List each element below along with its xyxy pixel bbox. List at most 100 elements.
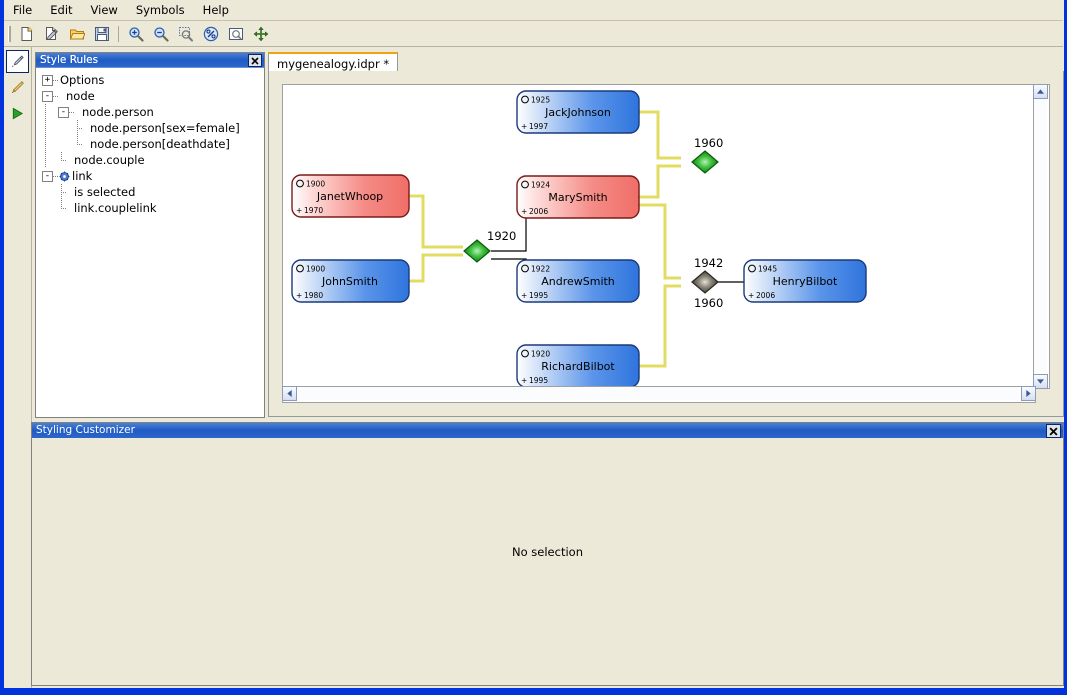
person-name: HenryBilbot: [773, 275, 838, 288]
couple-label-bottom: 1960: [694, 296, 723, 310]
tree-connector: [53, 175, 58, 177]
couple-label: 1920: [487, 229, 516, 243]
person-node-johnsmith[interactable]: 1900 JohnSmith + 1980: [291, 259, 410, 303]
collapse-toggle-icon[interactable]: -: [42, 90, 53, 102]
styling-customizer-titlebar: Styling Customizer: [32, 423, 1063, 438]
tree-item-node-person-sex-female[interactable]: node.person[sex=female]: [36, 120, 264, 136]
person-node-henrybilbot[interactable]: 1945 HenryBilbot + 2006: [743, 259, 867, 303]
tree-connector: [42, 136, 50, 152]
style-brush-icon[interactable]: [6, 50, 29, 73]
couple-node-1942-1960[interactable]: 1942 1960: [691, 256, 723, 310]
left-tool-palette: [4, 47, 32, 688]
menu-item-help[interactable]: Help: [202, 3, 229, 17]
person-node-jackjohnson[interactable]: 1925 JackJohnson + 1997: [516, 90, 640, 134]
person-node-marysmith[interactable]: 1924 MarySmith + 2006: [516, 175, 640, 219]
tree-item-node-person-deathdate[interactable]: node.person[deathdate]: [36, 136, 264, 152]
tree-item-node[interactable]: - node: [36, 88, 264, 104]
person-node-andrewsmith[interactable]: 1922 AndrewSmith + 1995: [516, 259, 640, 303]
close-icon[interactable]: [248, 54, 262, 67]
expand-toggle-icon[interactable]: +: [42, 74, 53, 86]
canvas-vertical-scrollbar[interactable]: [1033, 84, 1050, 389]
person-name: JanetWhoop: [316, 190, 383, 203]
menu-item-edit[interactable]: Edit: [50, 3, 73, 17]
zoom-area-icon[interactable]: [174, 22, 197, 45]
run-play-icon[interactable]: [6, 102, 29, 125]
tree-spacer: [50, 104, 58, 120]
death-date: 1970: [304, 206, 323, 215]
tree-item-link[interactable]: - link: [36, 168, 264, 184]
person-node-richardbilbot[interactable]: 1920 RichardBilbot + 1995: [516, 344, 640, 388]
scroll-left-button[interactable]: [282, 386, 297, 401]
person-name: MarySmith: [548, 191, 607, 204]
person-name: JackJohnson: [544, 106, 611, 119]
tree-item-node-couple[interactable]: node.couple: [36, 152, 264, 168]
save-icon[interactable]: [90, 22, 113, 45]
new-styled-file-icon[interactable]: [40, 22, 63, 45]
window-client-area: File Edit View Symbols Help: [4, 0, 1064, 688]
tree-connector: [42, 104, 50, 120]
no-selection-message: No selection: [512, 545, 583, 559]
menu-bar: File Edit View Symbols Help: [4, 0, 1063, 21]
person-name: JohnSmith: [321, 275, 378, 288]
tree-spacer: [50, 184, 58, 200]
vertical-scroll-track[interactable]: [1034, 99, 1047, 372]
death-symbol: +: [521, 122, 527, 131]
canvas-horizontal-scrollbar[interactable]: [282, 386, 1036, 403]
scroll-up-button[interactable]: [1033, 84, 1048, 99]
diagram-canvas[interactable]: 1920 1960 1942 1960 1925 JackJohn: [282, 84, 1036, 389]
new-file-icon[interactable]: [15, 22, 38, 45]
couple-node-1920[interactable]: 1920: [463, 229, 516, 263]
tree-item-label: node: [66, 89, 95, 103]
tree-connector: [53, 95, 58, 97]
styling-customizer-body: No selection: [32, 439, 1063, 685]
tree-spacer: [50, 152, 58, 168]
birth-date: 1924: [531, 181, 550, 190]
tree-item-label: node.person[sex=female]: [90, 121, 240, 135]
death-date: 2006: [756, 291, 775, 300]
tree-connector: [74, 120, 83, 136]
style-rules-panel: Style Rules + Options - node -: [35, 52, 265, 418]
scroll-right-button[interactable]: [1021, 386, 1036, 401]
tree-item-label: is selected: [74, 185, 136, 199]
editor-tabstrip: mygenealogy.idpr *: [268, 52, 1063, 73]
tree-connector: [74, 136, 83, 152]
person-name: RichardBilbot: [541, 360, 615, 373]
style-rules-title: Style Rules: [40, 54, 99, 66]
couple-label-top: 1942: [694, 256, 723, 270]
couple-node-1960-a[interactable]: 1960: [691, 136, 723, 174]
close-icon[interactable]: [1046, 424, 1061, 438]
zoom-percent-icon[interactable]: [199, 22, 222, 45]
tree-spacer: [58, 136, 66, 152]
fit-to-window-icon[interactable]: [224, 22, 247, 45]
tree-item-node-person[interactable]: - node.person: [36, 104, 264, 120]
collapse-toggle-icon[interactable]: -: [58, 106, 69, 118]
tree-item-options[interactable]: + Options: [36, 72, 264, 88]
birth-date: 1945: [758, 265, 777, 274]
tab-mygenealogy[interactable]: mygenealogy.idpr *: [268, 52, 399, 73]
open-folder-icon[interactable]: [65, 22, 88, 45]
style-rules-tree[interactable]: + Options - node - node.person: [36, 68, 264, 417]
zoom-in-icon[interactable]: [124, 22, 147, 45]
menu-item-symbols[interactable]: Symbols: [135, 3, 185, 17]
pan-move-icon[interactable]: [249, 22, 272, 45]
tree-spacer: [66, 120, 74, 136]
couple-label: 1960: [694, 136, 723, 150]
scroll-down-button[interactable]: [1033, 374, 1048, 389]
tree-item-label: node.person[deathdate]: [90, 137, 230, 151]
tree-item-label: node.person: [82, 105, 154, 119]
collapse-toggle-icon[interactable]: -: [42, 170, 53, 182]
tree-connector: [58, 200, 67, 216]
pencil-icon[interactable]: [6, 76, 29, 99]
tree-item-is-selected[interactable]: is selected: [36, 184, 264, 200]
menu-item-file[interactable]: File: [13, 3, 33, 17]
toolbar-grip[interactable]: [8, 25, 11, 42]
menu-item-view[interactable]: View: [90, 3, 118, 17]
horizontal-scroll-track[interactable]: [297, 387, 1019, 400]
tree-connector: [58, 152, 67, 168]
person-node-janetwhoop[interactable]: 1900 JanetWhoop + 1970: [291, 174, 410, 218]
tree-spacer: [50, 200, 58, 216]
tree-item-label: link: [72, 169, 93, 183]
birth-date: 1920: [531, 350, 550, 359]
tree-item-link-couplelink[interactable]: link.couplelink: [36, 200, 264, 216]
zoom-out-icon[interactable]: [149, 22, 172, 45]
